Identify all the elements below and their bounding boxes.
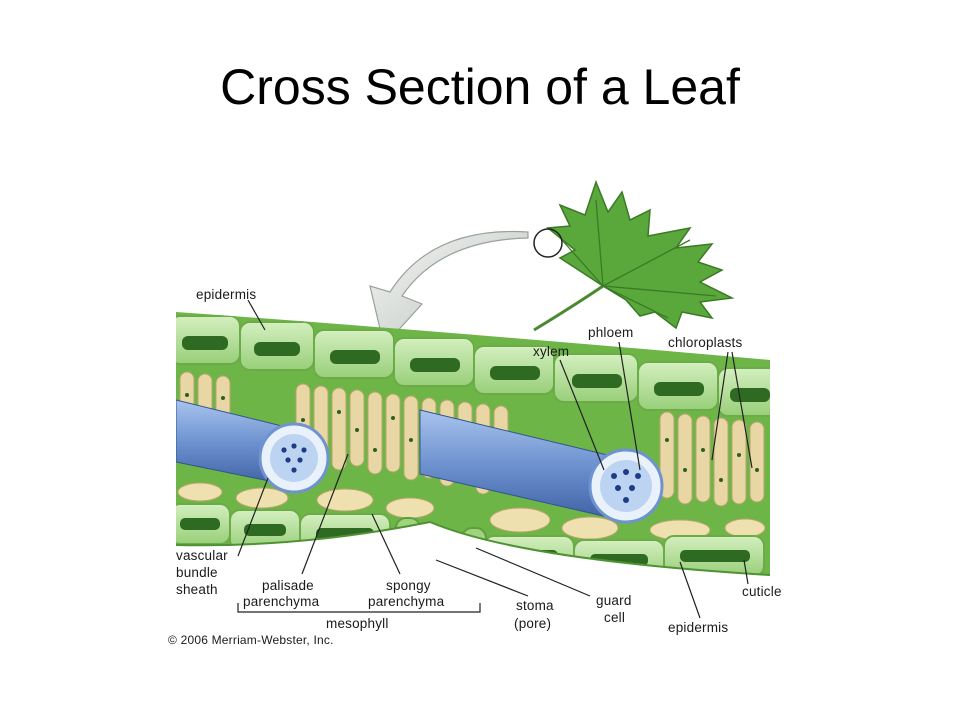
label-spongy: spongy xyxy=(386,578,431,593)
label-palisade-parenchyma: parenchyma xyxy=(243,594,320,609)
vascular-bundle-right xyxy=(419,409,664,524)
label-epidermis-top: epidermis xyxy=(196,287,256,302)
label-bundle: bundle xyxy=(176,565,218,580)
label-palisade: palisade xyxy=(262,578,314,593)
label-mesophyll: mesophyll xyxy=(326,616,389,631)
copyright-text: © 2006 Merriam-Webster, Inc. xyxy=(168,633,334,647)
label-guard: guard xyxy=(596,593,632,608)
magnify-arrow-icon xyxy=(369,230,529,348)
leaf-detail-circle xyxy=(533,228,563,258)
label-epidermis-bottom: epidermis xyxy=(668,620,728,635)
label-cell: cell xyxy=(604,610,625,625)
leaf-cross-section xyxy=(176,312,770,575)
label-chloroplasts: chloroplasts xyxy=(668,335,742,350)
label-pore: (pore) xyxy=(514,616,551,631)
label-cuticle: cuticle xyxy=(742,584,782,599)
label-phloem: phloem xyxy=(588,325,633,340)
label-xylem: xylem xyxy=(533,344,569,359)
label-leaders xyxy=(237,299,753,619)
label-spongy-parenchyma: parenchyma xyxy=(368,594,445,609)
vascular-bundle-left xyxy=(176,399,330,494)
label-sheath: sheath xyxy=(176,582,218,597)
label-vascular: vascular xyxy=(176,548,228,563)
page-title: Cross Section of a Leaf xyxy=(220,59,740,115)
cuticle-line xyxy=(175,520,771,576)
label-stoma: stoma xyxy=(516,598,554,613)
diagram-labels: epidermis xylem phloem chloroplasts vasc… xyxy=(168,287,782,647)
maple-leaf-icon xyxy=(533,179,735,332)
